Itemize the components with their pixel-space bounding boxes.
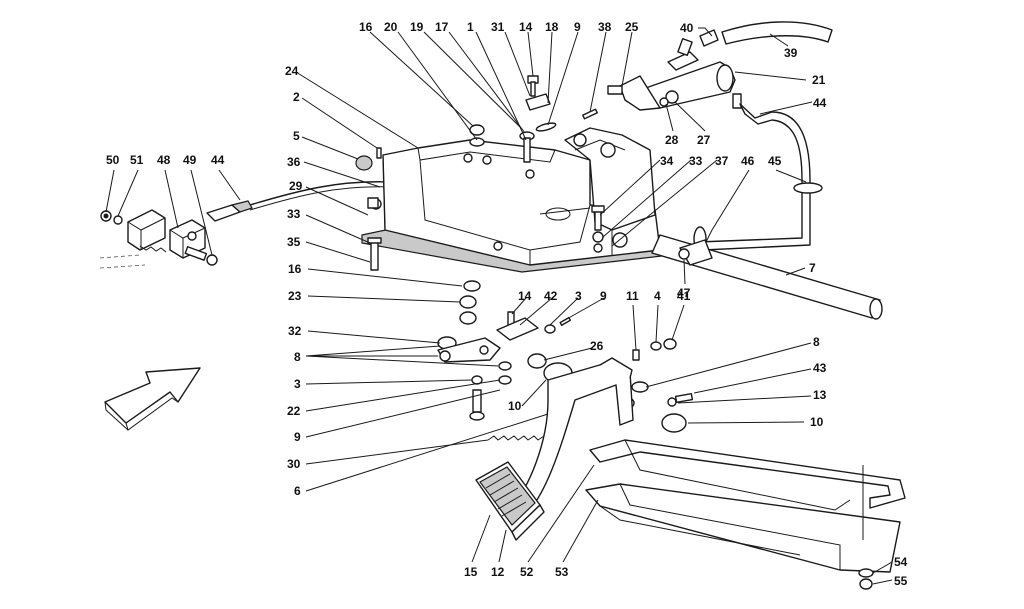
label-3-left: 3 (294, 377, 301, 391)
label-23: 23 (288, 289, 302, 303)
label-28: 28 (665, 133, 679, 147)
top-fasteners (355, 75, 598, 209)
floor-plates (585, 439, 906, 590)
label-5: 5 (293, 129, 300, 143)
label-54: 54 (894, 555, 908, 569)
label-9-mid: 9 (600, 289, 607, 303)
label-48: 48 (157, 153, 171, 167)
label-22: 22 (287, 404, 301, 418)
label-16-left: 16 (288, 262, 302, 276)
leader-lines (105, 27, 893, 585)
master-cylinder (607, 21, 833, 111)
tube-7 (651, 234, 883, 320)
label-30: 30 (287, 457, 301, 471)
label-47: 47 (677, 286, 691, 300)
label-19: 19 (410, 20, 424, 34)
label-25: 25 (625, 20, 639, 34)
label-18: 18 (545, 20, 559, 34)
label-10-right: 10 (810, 415, 824, 429)
label-45: 45 (768, 154, 782, 168)
label-1: 1 (467, 20, 474, 34)
label-36: 36 (287, 155, 301, 169)
label-34: 34 (660, 154, 674, 168)
housing-screws (367, 205, 605, 271)
pedal-box-housing (361, 127, 663, 273)
label-49: 49 (183, 153, 197, 167)
label-39: 39 (784, 46, 798, 60)
label-3-mid: 3 (575, 289, 582, 303)
label-14-top: 14 (519, 20, 533, 34)
label-16-top: 16 (359, 20, 373, 34)
label-33-right: 33 (689, 154, 703, 168)
label-12: 12 (491, 565, 505, 579)
label-53: 53 (555, 565, 569, 579)
label-14-mid: 14 (518, 289, 532, 303)
label-4: 4 (654, 289, 661, 303)
label-44-left: 44 (211, 153, 225, 167)
label-37: 37 (715, 154, 729, 168)
label-42: 42 (544, 289, 558, 303)
label-10-mid: 10 (508, 399, 522, 413)
label-35: 35 (287, 235, 301, 249)
label-26: 26 (590, 339, 604, 353)
label-8-right: 8 (813, 335, 820, 349)
label-17: 17 (435, 20, 449, 34)
pedal-bracket-parts (437, 280, 694, 433)
label-33-left: 33 (287, 207, 301, 221)
label-8-left: 8 (294, 350, 301, 364)
label-6: 6 (294, 484, 301, 498)
label-24: 24 (285, 64, 299, 78)
label-20: 20 (384, 20, 398, 34)
label-41: 41 (677, 289, 691, 303)
label-13: 13 (813, 388, 827, 402)
label-40: 40 (680, 21, 694, 35)
label-2: 2 (293, 90, 300, 104)
label-27: 27 (697, 133, 711, 147)
label-31: 31 (491, 20, 505, 34)
label-44-right: 44 (813, 96, 827, 110)
label-9-top: 9 (574, 20, 581, 34)
label-32: 32 (288, 324, 302, 338)
label-38: 38 (598, 20, 612, 34)
label-9-left: 9 (294, 430, 301, 444)
part-number-labels: 16 20 19 17 1 31 14 18 9 38 25 40 39 21 … (106, 20, 908, 588)
label-43: 43 (813, 361, 827, 375)
label-50: 50 (106, 153, 120, 167)
label-15: 15 (464, 565, 478, 579)
label-21: 21 (812, 73, 826, 87)
label-11: 11 (626, 289, 639, 303)
label-55: 55 (894, 574, 908, 588)
label-7: 7 (809, 261, 816, 275)
label-46: 46 (741, 154, 755, 168)
cable-end-assembly (99, 200, 253, 269)
label-29: 29 (289, 179, 303, 193)
clutch-pedal (475, 357, 634, 541)
direction-arrow (104, 367, 201, 431)
label-51: 51 (130, 153, 144, 167)
label-52: 52 (520, 565, 534, 579)
